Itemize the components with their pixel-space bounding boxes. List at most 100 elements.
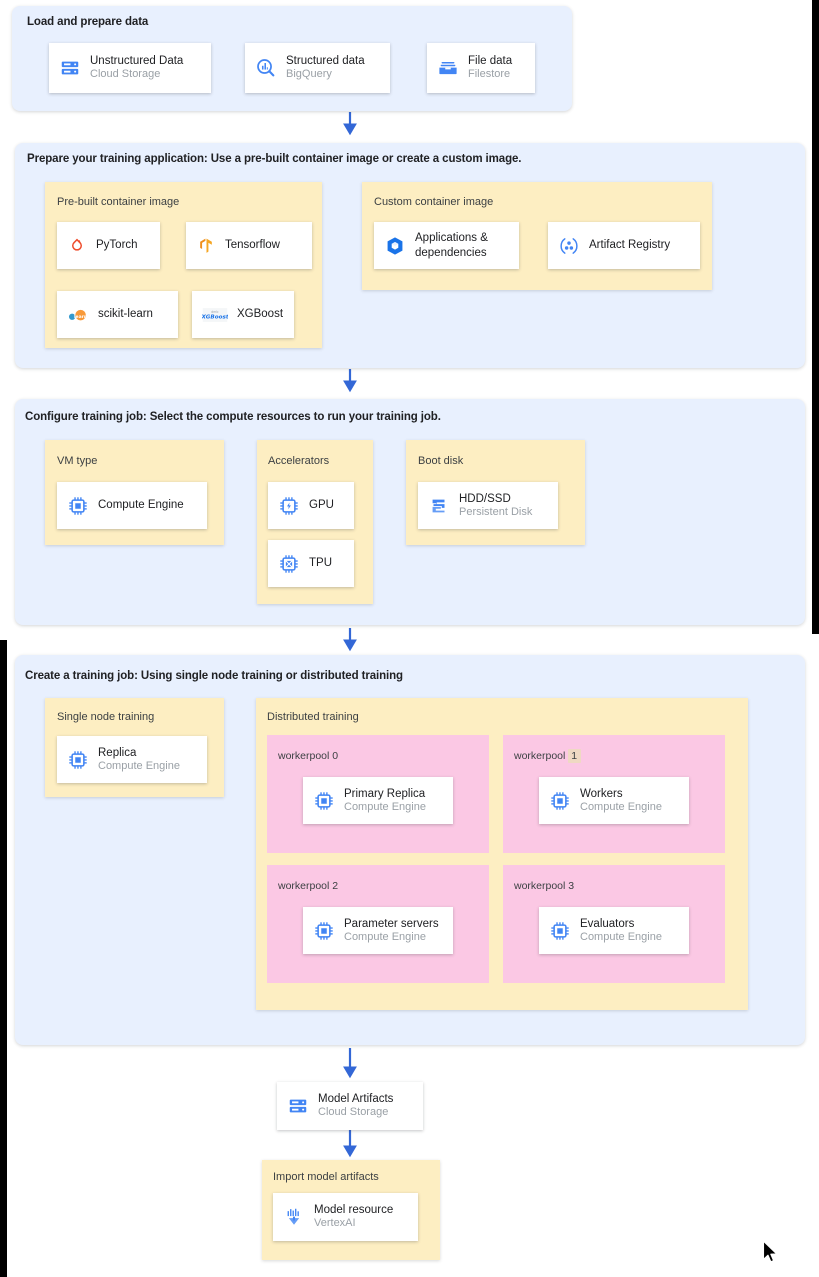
card-tensorflow[interactable]: Tensorflow bbox=[186, 222, 312, 269]
compute-engine-icon bbox=[69, 750, 87, 769]
pool-label-index: 2 bbox=[332, 880, 339, 892]
card-text: Model Artifacts Cloud Storage bbox=[318, 1092, 393, 1119]
card-title: Replica bbox=[98, 746, 137, 759]
card-text: Structured data BigQuery bbox=[286, 54, 365, 81]
stage-title-load: Load and prepare data bbox=[27, 16, 149, 28]
card-text: Evaluators Compute Engine bbox=[580, 917, 662, 944]
card-text: Tensorflow bbox=[225, 238, 280, 252]
card-xgboost[interactable]: dmlc XGBoost XGBoost bbox=[192, 291, 294, 338]
card-pytorch[interactable]: PyTorch bbox=[57, 222, 160, 269]
svg-text:dmlc: dmlc bbox=[211, 310, 219, 314]
card-subtitle: Cloud Storage bbox=[90, 68, 161, 81]
card-workers[interactable]: Workers Compute Engine bbox=[539, 777, 697, 832]
card-title: Evaluators bbox=[580, 917, 635, 930]
card-title: Model Artifacts bbox=[318, 1093, 394, 1106]
card-text: GPU bbox=[309, 498, 334, 512]
svg-text:XGBoost: XGBoost bbox=[202, 314, 228, 320]
right-edge-bar bbox=[812, 0, 819, 634]
group-title-boot-disk: Boot disk bbox=[418, 455, 464, 467]
card-subtitle: Compute Engine bbox=[98, 759, 180, 772]
bigquery-icon bbox=[257, 59, 275, 77]
pool-label-index: 1 bbox=[568, 749, 582, 763]
card-structured-data[interactable]: Structured data BigQuery bbox=[245, 43, 390, 93]
group-title-import-model-artifacts: Import model artifacts bbox=[273, 1171, 379, 1183]
card-text: Compute Engine bbox=[98, 498, 184, 512]
card-text: Applications & dependencies bbox=[415, 231, 509, 259]
card-text: Artifact Registry bbox=[589, 238, 670, 252]
left-edge-bar bbox=[0, 640, 7, 1277]
cloud-storage-icon bbox=[61, 61, 79, 75]
card-subtitle: Persistent Disk bbox=[459, 505, 533, 518]
card-text: XGBoost bbox=[237, 307, 283, 321]
pool-label-prefix: workerpool bbox=[278, 750, 330, 762]
pool-label-index: 3 bbox=[568, 880, 575, 892]
card-scikit-learn[interactable]: learn scikit-learn bbox=[57, 291, 178, 338]
card-title: Structured data bbox=[286, 55, 365, 68]
card-evaluators[interactable]: Evaluators Compute Engine bbox=[539, 907, 697, 962]
card-subtitle: Cloud Storage bbox=[318, 1106, 389, 1119]
compute-engine-icon bbox=[315, 921, 333, 940]
pool-label-index: 0 bbox=[332, 750, 339, 762]
filestore-icon bbox=[439, 61, 457, 75]
group-title-distributed: Distributed training bbox=[267, 711, 359, 723]
card-title: Model resource bbox=[314, 1204, 394, 1217]
card-title: Workers bbox=[580, 787, 623, 800]
card-model-resource[interactable]: Model resource VertexAI bbox=[273, 1193, 418, 1241]
group-title-accelerators: Accelerators bbox=[268, 455, 330, 467]
pool-title-workerpool-0: workerpool 0 bbox=[278, 750, 338, 762]
card-file-data[interactable]: File data Filestore bbox=[427, 43, 535, 93]
container-registry-icon bbox=[387, 236, 403, 255]
compute-engine-icon bbox=[315, 791, 333, 810]
group-title-single-node: Single node training bbox=[57, 711, 155, 723]
mouse-cursor bbox=[762, 1240, 778, 1263]
card-title: Artifact Registry bbox=[589, 239, 671, 252]
card-applications-and-dependencies[interactable]: Applications & dependencies bbox=[374, 222, 519, 269]
card-text: PyTorch bbox=[96, 238, 138, 252]
card-title: Compute Engine bbox=[98, 499, 184, 512]
stage-title-configure: Configure training job: Select the compu… bbox=[25, 411, 441, 423]
pool-label-prefix: workerpool bbox=[278, 880, 330, 892]
card-text: Workers Compute Engine bbox=[580, 787, 662, 814]
scikit-learn-icon: learn bbox=[68, 309, 87, 320]
pytorch-icon bbox=[72, 238, 82, 251]
card-model-artifacts[interactable]: Model Artifacts Cloud Storage bbox=[277, 1082, 423, 1130]
xgboost-icon: dmlc XGBoost bbox=[202, 307, 228, 322]
card-gpu[interactable]: GPU bbox=[268, 482, 354, 529]
vertex-ai-icon bbox=[287, 1208, 300, 1225]
card-text: HDD/SSD Persistent Disk bbox=[459, 492, 532, 519]
pool-label-prefix: workerpool bbox=[514, 750, 566, 762]
card-text: Unstructured Data Cloud Storage bbox=[90, 54, 183, 81]
card-text: File data Filestore bbox=[468, 54, 512, 81]
card-text: Replica Compute Engine bbox=[98, 746, 180, 773]
tensorflow-icon bbox=[200, 238, 212, 253]
svg-text:learn: learn bbox=[74, 313, 87, 319]
card-persistent-disk[interactable]: HDD/SSD Persistent Disk bbox=[418, 482, 558, 529]
card-subtitle: BigQuery bbox=[286, 68, 332, 81]
pool-title-workerpool-3: workerpool 3 bbox=[514, 880, 574, 892]
compute-engine-icon bbox=[551, 921, 569, 940]
card-parameter-servers[interactable]: Parameter servers Compute Engine bbox=[303, 907, 461, 962]
card-replica[interactable]: Replica Compute Engine bbox=[57, 736, 207, 783]
persistent-disk-icon bbox=[432, 499, 445, 512]
card-primary-replica[interactable]: Primary Replica Compute Engine bbox=[303, 777, 461, 832]
group-title-pre-built: Pre-built container image bbox=[57, 196, 180, 208]
stage-title-create: Create a training job: Using single node… bbox=[25, 670, 403, 682]
card-subtitle: VertexAI bbox=[314, 1217, 356, 1230]
card-unstructured-data[interactable]: Unstructured Data Cloud Storage bbox=[49, 43, 211, 93]
card-artifact-registry[interactable]: Artifact Registry bbox=[548, 222, 700, 269]
card-text: Model resource VertexAI bbox=[314, 1203, 393, 1230]
card-subtitle: Compute Engine bbox=[580, 930, 662, 943]
card-title: Unstructured Data bbox=[90, 55, 184, 68]
card-title: PyTorch bbox=[96, 239, 138, 252]
stage-title-prepare: Prepare your training application: Use a… bbox=[27, 153, 522, 165]
card-subtitle: Compute Engine bbox=[344, 800, 426, 813]
card-title: Applications & dependencies bbox=[415, 232, 488, 259]
card-subtitle: Compute Engine bbox=[344, 930, 426, 943]
artifact-registry-icon bbox=[560, 237, 578, 254]
compute-engine-icon bbox=[69, 496, 87, 515]
card-title: Tensorflow bbox=[225, 239, 280, 252]
card-title: XGBoost bbox=[237, 308, 284, 321]
card-compute-engine-vm[interactable]: Compute Engine bbox=[57, 482, 207, 529]
card-tpu[interactable]: TPU bbox=[268, 540, 354, 587]
